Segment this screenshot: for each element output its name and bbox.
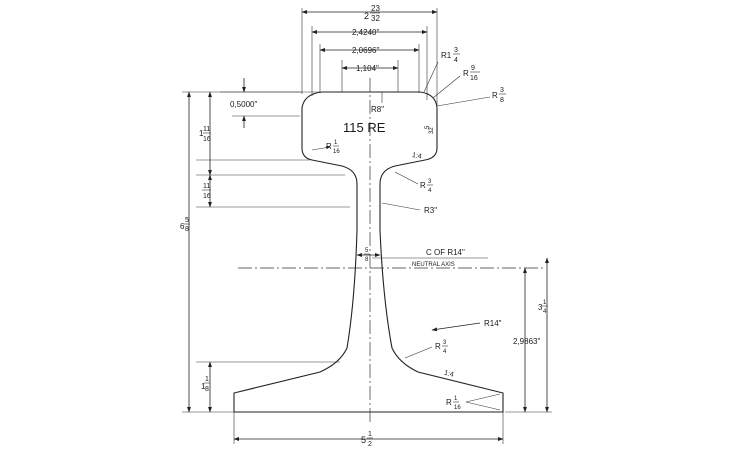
dim-overall-height-den: 8 bbox=[185, 226, 189, 233]
dim-overall-height-whole: 6 bbox=[180, 222, 185, 231]
dim-neutral-to-base-num: 1 bbox=[543, 300, 547, 306]
dim-web-thickness-num: 5 bbox=[365, 248, 369, 254]
r14-center-label: C OF R14" bbox=[426, 248, 465, 257]
head-side-num: 5 bbox=[425, 125, 431, 129]
dim-head-depth-den: 16 bbox=[203, 136, 211, 143]
r-fillet-bottom-num: 3 bbox=[443, 340, 447, 346]
r-fillet-top-den: 4 bbox=[428, 188, 432, 194]
r-fillet-top-prefix: R bbox=[420, 181, 426, 190]
r-corner-1-den: 4 bbox=[454, 57, 458, 64]
dim-head-width-den: 32 bbox=[371, 14, 380, 23]
neutral-axis-label: NEUTRAL AXIS bbox=[412, 262, 455, 268]
dim-head-depth-whole: 1 bbox=[199, 129, 204, 138]
r-base-tip-num: 1 bbox=[454, 396, 458, 402]
r-corner-2-den: 16 bbox=[470, 75, 478, 82]
dim-base-width-whole: 5 bbox=[361, 435, 366, 445]
r-corner-3-prefix: R bbox=[492, 91, 498, 100]
r-fillet-bottom-den: 4 bbox=[443, 349, 447, 355]
r-fillet-top-num: 3 bbox=[428, 179, 432, 185]
dim-head-depth-num: 11 bbox=[203, 126, 210, 133]
dim-web-top-den: 16 bbox=[203, 193, 211, 200]
r-corner-3-den: 8 bbox=[500, 97, 504, 104]
section-label: 115 RE bbox=[343, 120, 386, 135]
dim-head-width-num: 23 bbox=[371, 4, 380, 13]
r-head-under-den: 16 bbox=[333, 149, 340, 155]
dim-base-thickness-num: 1 bbox=[205, 376, 209, 383]
dim-web-top-num: 11 bbox=[203, 183, 210, 190]
r-head-top: R8" bbox=[371, 105, 384, 114]
r-base-tip-prefix: R bbox=[446, 398, 452, 407]
r-web: R3" bbox=[424, 206, 437, 215]
dim-top-offset-label: 0,5000" bbox=[230, 100, 257, 109]
dim-width-4-label: 1,104" bbox=[356, 64, 379, 73]
r-corner-2-num: 9 bbox=[471, 65, 475, 72]
dim-base-width-den: 2 bbox=[368, 441, 372, 448]
r-base-tip-den: 16 bbox=[454, 405, 461, 411]
head-side-den: 32 bbox=[429, 127, 435, 134]
r-corner-2-prefix: R bbox=[463, 69, 469, 78]
r-corner-3-num: 3 bbox=[500, 87, 504, 94]
dim-width-3-label: 2,0696" bbox=[352, 46, 379, 55]
dim-head-width-whole: 2 bbox=[364, 11, 369, 21]
dim-neutral-to-base-dec: 2,9863" bbox=[513, 337, 540, 346]
dim-base-thickness-den: 8 bbox=[205, 386, 209, 393]
r-corner-1-num: 3 bbox=[454, 47, 458, 54]
r-web-lower-arrow bbox=[431, 322, 481, 332]
slope-base: 1:4 bbox=[443, 370, 454, 379]
dim-base-width-num: 1 bbox=[368, 431, 372, 438]
dim-overall-height-num: 5 bbox=[185, 217, 189, 224]
r-fillet-bottom-prefix: R bbox=[435, 342, 441, 351]
dim-web-thickness-den: 8 bbox=[365, 257, 369, 263]
r-head-under-prefix: R bbox=[326, 142, 332, 151]
dim-base-thickness-whole: 1 bbox=[201, 382, 206, 391]
dim-neutral-to-base-whole: 3 bbox=[538, 303, 543, 312]
slope-head: 1:4 bbox=[411, 152, 422, 161]
dim-width-2-label: 2,4240" bbox=[352, 28, 379, 37]
r-web-lower: R14" bbox=[484, 319, 502, 328]
r-corner-1-whole: R1 bbox=[441, 51, 452, 60]
dim-neutral-to-base-den: 4 bbox=[543, 309, 547, 315]
r-head-under-num: 1 bbox=[334, 140, 338, 146]
